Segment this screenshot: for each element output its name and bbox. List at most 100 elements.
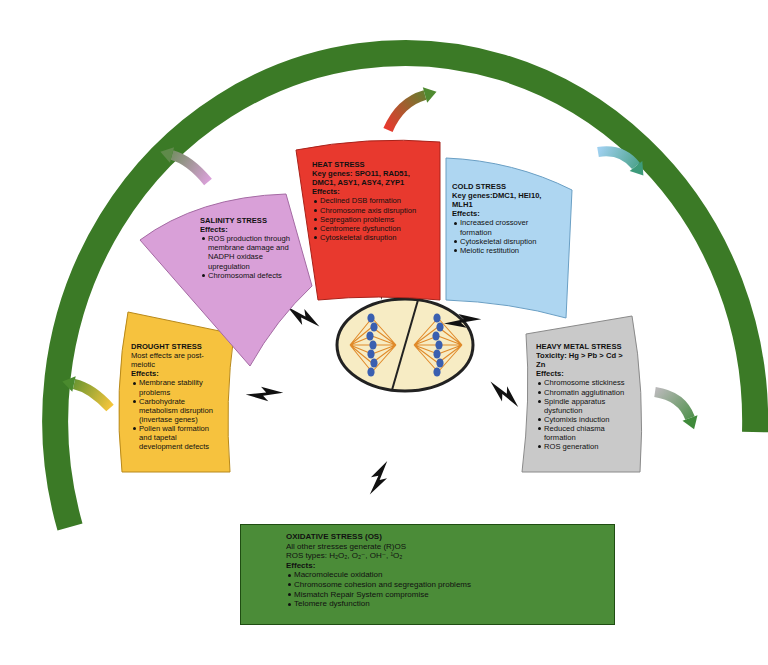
chromosome <box>433 367 440 376</box>
bullet-dot <box>202 274 205 277</box>
cycle-ring <box>55 53 755 527</box>
bullet-dot <box>538 391 541 394</box>
panel-text-block: COLD STRESSKey genes:DMC1, HEI10, MLH1Ef… <box>452 182 556 296</box>
bullet-dot <box>288 583 291 586</box>
bullet-item: Pollen wall formation and tapetal develo… <box>131 424 221 451</box>
bullet-dot <box>133 382 136 385</box>
chromosome <box>433 313 440 322</box>
chromosome <box>432 331 439 340</box>
bullet-item: ROS production through membrane damage a… <box>200 234 292 270</box>
oxidative-stress-box: OXIDATIVE STRESS (OS)All other stresses … <box>240 524 615 625</box>
outward-arrow <box>598 151 636 166</box>
panel-text: Effects: <box>286 561 611 571</box>
bullet-item: Telomere dysfunction <box>286 599 611 609</box>
panel-shape <box>140 194 312 366</box>
panel-text: Most effects are post-meiotic <box>131 351 221 369</box>
bullet-dot <box>288 603 291 606</box>
arrow-head <box>630 161 644 175</box>
outward-arrow <box>172 155 208 182</box>
chromosome <box>370 358 377 367</box>
bullet-dot <box>288 574 291 577</box>
bullet-dot <box>314 218 317 221</box>
bullet-dot <box>538 382 541 385</box>
panel-shape <box>446 158 572 318</box>
bullet-dot <box>454 249 457 252</box>
panel-heading: DROUGHT STRESS <box>131 342 221 351</box>
panel-text: Effects: <box>131 369 221 378</box>
panel-text: Effects: <box>312 187 433 196</box>
bullet-item: ROS generation <box>536 442 630 451</box>
bullet-dot <box>288 593 291 596</box>
panel-heading: OXIDATIVE STRESS (OS) <box>286 532 611 542</box>
lightning-bolt <box>443 306 482 335</box>
panel-text: Effects: <box>536 369 630 378</box>
panel-shape <box>522 316 642 472</box>
arrow-head <box>683 415 698 429</box>
bullet-dot <box>538 427 541 430</box>
bullet-item: Cytoskeletal disruption <box>312 233 433 242</box>
bullet-item: Chromatin agglutination <box>536 388 630 397</box>
bullet-dot <box>314 200 317 203</box>
chromosome <box>370 322 377 331</box>
bullet-dot <box>454 240 457 243</box>
panel-shape <box>296 140 440 300</box>
bullet-dot <box>538 418 541 421</box>
panel-heading: SALINITY STRESS <box>200 216 292 225</box>
bullet-item: Chromosome axis disruption <box>312 206 433 215</box>
stress-panel: DROUGHT STRESSMost effects are post-meio… <box>111 310 236 474</box>
lightning-bolt <box>245 380 284 407</box>
panel-text: Key genes:DMC1, HEI10, MLH1 <box>452 191 556 209</box>
bullet-item: Chromosomal defects <box>200 271 292 280</box>
cell-membrane <box>337 299 473 391</box>
panel-text-block: OXIDATIVE STRESS (OS)All other stresses … <box>286 532 611 623</box>
panel-text-block: HEAVY METAL STRESSToxicity: Hg > Pb > Cd… <box>536 342 630 470</box>
bullet-item: Increased crossover formation <box>452 218 556 236</box>
panel-text-block: SALINITY STRESSEffects:ROS production th… <box>200 216 292 310</box>
bullet-dot <box>314 209 317 212</box>
panel-text: Key genes: SPO11, RAD51, DMC1, ASY1, ASY… <box>312 169 433 187</box>
panel-shape <box>119 312 234 472</box>
chromosome <box>436 322 443 331</box>
panel-text-block: DROUGHT STRESSMost effects are post-meio… <box>131 342 221 470</box>
outward-arrow <box>388 95 425 130</box>
panel-text: All other stresses generate (R)OS <box>286 542 611 552</box>
panel-text: Toxicity: Hg > Pb > Cd > Zn <box>536 351 630 369</box>
chromosome <box>366 331 373 340</box>
panel-heading: HEAVY METAL STRESS <box>536 342 630 351</box>
chromosome <box>436 358 443 367</box>
stress-panel: COLD STRESSKey genes:DMC1, HEI10, MLH1Ef… <box>444 156 574 320</box>
bullet-dot <box>454 222 457 225</box>
bullet-item: Macromolecule oxidation <box>286 570 611 580</box>
bullet-item: Spindle apparatus dysfunction <box>536 397 630 415</box>
chromosome <box>367 313 374 322</box>
bullet-dot <box>314 227 317 230</box>
chromosome <box>367 367 374 376</box>
bullet-dot <box>538 445 541 448</box>
bullet-item: Mismatch Repair System compromise <box>286 590 611 600</box>
chromosome <box>367 349 374 358</box>
meiotic-cell <box>337 299 473 391</box>
panel-heading: COLD STRESS <box>452 182 556 191</box>
arrow-head <box>160 147 174 162</box>
stress-panel: HEAT STRESSKey genes: SPO11, RAD51, DMC1… <box>294 134 442 302</box>
panel-text: Effects: <box>200 225 292 234</box>
stress-panel: HEAVY METAL STRESSToxicity: Hg > Pb > Cd… <box>520 314 648 474</box>
chromosome <box>435 340 442 349</box>
chromosome <box>433 349 440 358</box>
cell-division-line <box>392 300 418 390</box>
lightning-bolt <box>368 459 390 497</box>
chromosome <box>369 340 376 349</box>
bullet-item: Meiotic restitution <box>452 246 556 255</box>
bullet-item: Chromosome stickiness <box>536 378 630 387</box>
bullet-dot <box>314 236 317 239</box>
panel-text: Effects: <box>452 209 556 218</box>
bullet-dot <box>538 400 541 403</box>
bullet-item: Reduced chiasma formation <box>536 424 630 442</box>
bullet-item: Carbohydrate metabolism disruption (inve… <box>131 397 221 424</box>
panel-text: ROS types: H₂O₂, O₂⁻, OH⁻, ¹O₂ <box>286 551 611 561</box>
bullet-item: Cytoskeletal disruption <box>452 237 556 246</box>
bullet-item: Membrane stability problems <box>131 378 221 396</box>
bullet-dot <box>202 237 205 240</box>
arrow-head <box>62 376 75 392</box>
stress-panel: SALINITY STRESSEffects:ROS production th… <box>138 192 314 368</box>
